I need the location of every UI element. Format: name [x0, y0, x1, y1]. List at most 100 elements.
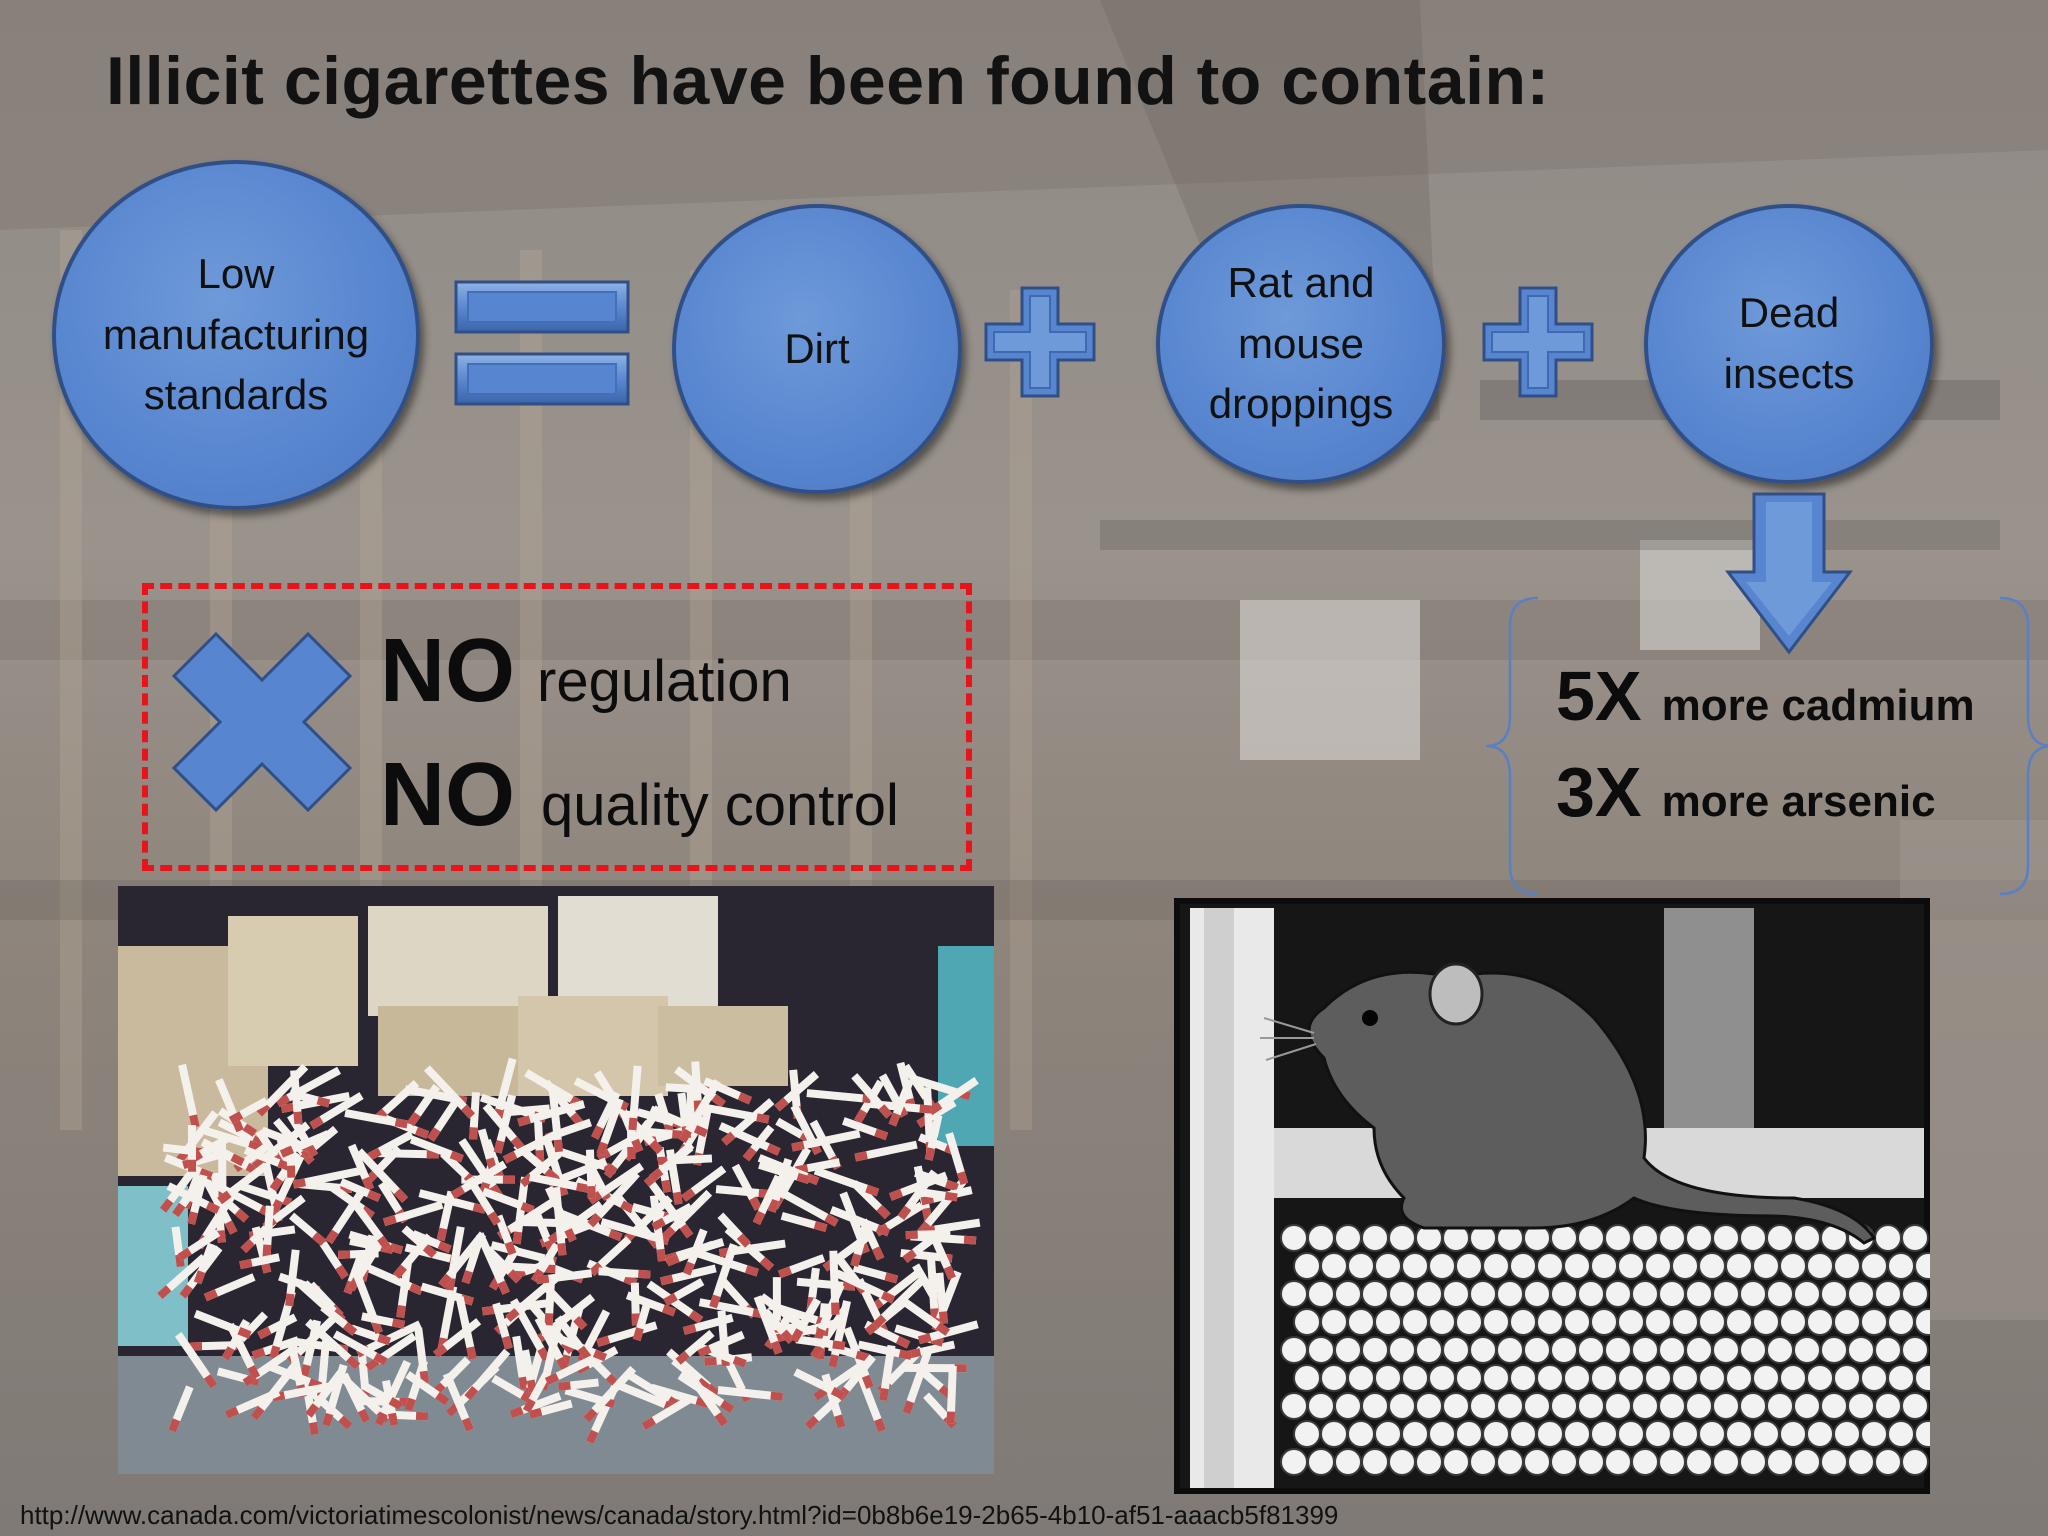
cigarette-end — [1428, 1420, 1456, 1448]
cigarette-end — [1307, 1224, 1335, 1252]
cigarette — [649, 1143, 694, 1182]
cigarette-end — [1914, 1420, 1930, 1448]
cigarette-end — [1374, 1252, 1402, 1280]
cigarette-end — [1604, 1392, 1632, 1420]
cigarette-end — [1806, 1420, 1834, 1448]
cigarette-end — [1293, 1420, 1321, 1448]
cigarette-end — [1307, 1392, 1335, 1420]
cigarette-end — [1725, 1364, 1753, 1392]
cigarette-end — [1293, 1252, 1321, 1280]
cigarette — [625, 1291, 676, 1317]
cigarette-end — [1712, 1392, 1740, 1420]
cigarette-end — [1307, 1280, 1335, 1308]
cigarette — [275, 1066, 341, 1108]
cigarette-end — [1631, 1392, 1659, 1420]
cigarette — [683, 1228, 708, 1276]
cigarette — [347, 1143, 375, 1191]
cigarette — [795, 1335, 846, 1350]
cigarette-end — [1725, 1308, 1753, 1336]
cigarette — [396, 1262, 412, 1319]
stat-multiplier: 5X — [1556, 657, 1642, 735]
cigarette-end — [1550, 1336, 1578, 1364]
cigarette-end — [1469, 1280, 1497, 1308]
cigarette — [914, 1169, 959, 1192]
cigarette-end — [1280, 1392, 1308, 1420]
cigarette — [337, 1249, 379, 1259]
down-arrow-icon — [1724, 492, 1854, 655]
cigarette-end — [1631, 1224, 1659, 1252]
cigarette-end — [1820, 1336, 1848, 1364]
cigarette-end — [1820, 1392, 1848, 1420]
cigarette-end — [1428, 1252, 1456, 1280]
cigarette-end — [1320, 1308, 1348, 1336]
cigarette-end — [1887, 1420, 1915, 1448]
cigarette-end — [1887, 1308, 1915, 1336]
cigarette — [888, 1078, 914, 1127]
cigarette-end — [1577, 1336, 1605, 1364]
cigarette-end — [1442, 1280, 1470, 1308]
cigarette — [709, 1243, 738, 1309]
cigarette — [752, 1174, 783, 1225]
cigarette — [177, 1229, 221, 1261]
cigarette — [753, 1295, 783, 1355]
cigarette — [660, 1264, 717, 1286]
cigarette-end — [1550, 1280, 1578, 1308]
cigarette — [505, 1272, 563, 1322]
cigarette-end — [1388, 1280, 1416, 1308]
cigarette — [262, 1205, 274, 1258]
cigarette — [361, 1382, 404, 1410]
cigarette — [731, 1163, 762, 1211]
cigarette — [646, 1280, 704, 1324]
cigarette-end — [1860, 1364, 1888, 1392]
cigarette — [544, 1355, 594, 1386]
cigarette-end — [1793, 1448, 1821, 1476]
cigarette-end — [1739, 1392, 1767, 1420]
cigarette-end — [1739, 1224, 1767, 1252]
cigarette-end — [1806, 1308, 1834, 1336]
cigarette — [217, 1162, 269, 1205]
cigarette — [829, 1206, 891, 1237]
cigarette — [322, 1363, 348, 1427]
cigarette-end — [1779, 1252, 1807, 1280]
cigarette — [517, 1100, 586, 1127]
cigarette-end — [1401, 1252, 1429, 1280]
cigarette — [387, 1410, 429, 1421]
cigarette — [665, 1240, 715, 1267]
cigarette — [758, 1160, 811, 1185]
cigarette-end — [1361, 1336, 1389, 1364]
stat-text: more arsenic — [1661, 777, 1936, 826]
cigarette-end — [1523, 1280, 1551, 1308]
cigarette — [239, 1253, 281, 1270]
cigarette-end — [1482, 1308, 1510, 1336]
cigarette-end — [1847, 1448, 1875, 1476]
cigarette-end — [1563, 1364, 1591, 1392]
cigarette — [777, 1254, 826, 1279]
cigarette-end — [1644, 1420, 1672, 1448]
cigarette — [198, 1169, 238, 1235]
cigarette — [901, 1363, 967, 1373]
cigarette — [382, 1200, 444, 1227]
equals-icon — [454, 280, 630, 406]
cigarette — [356, 1148, 409, 1203]
cigarette — [917, 1320, 979, 1345]
cigarette-end — [1374, 1420, 1402, 1448]
cigarette-end — [1496, 1448, 1524, 1476]
cigarette — [774, 1071, 820, 1112]
cigarette-end — [1887, 1252, 1915, 1280]
cigarette-end — [1401, 1364, 1429, 1392]
cigarette-end — [1685, 1224, 1713, 1252]
cigarette-end — [1536, 1420, 1564, 1448]
cigarette-end — [1833, 1308, 1861, 1336]
cigarette — [159, 1167, 198, 1213]
cigarette-end — [1658, 1392, 1686, 1420]
cigarette-end — [1577, 1448, 1605, 1476]
cigarette — [927, 1077, 979, 1116]
cigarette-end — [1428, 1364, 1456, 1392]
cigarette-end — [1509, 1420, 1537, 1448]
cigarette-end — [1901, 1280, 1929, 1308]
cigarette — [528, 1399, 573, 1419]
cigarette — [558, 1378, 599, 1391]
cigarette-end — [1658, 1224, 1686, 1252]
cigarette — [585, 1149, 596, 1199]
cigarette-end — [1415, 1448, 1443, 1476]
